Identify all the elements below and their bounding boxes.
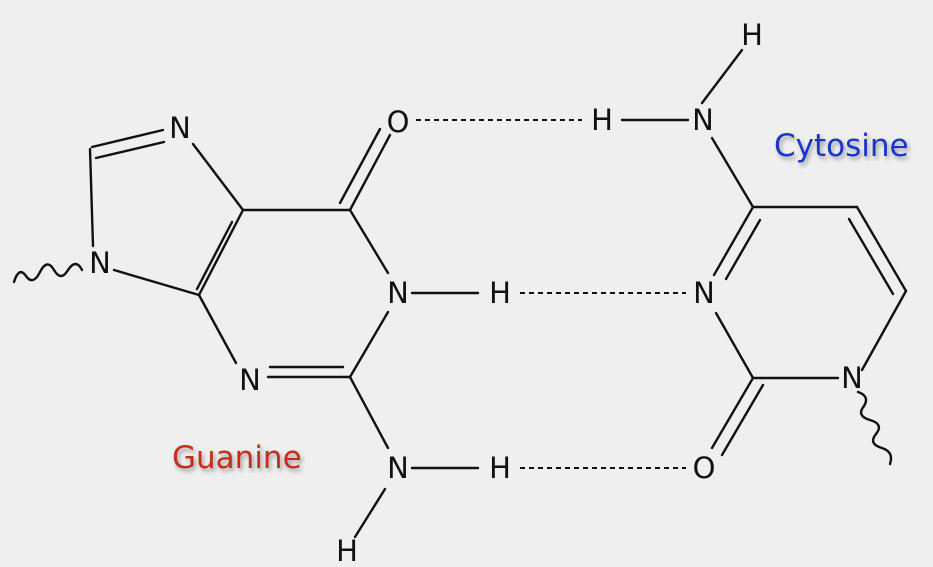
cytosine-atom-n1: N [841,361,863,395]
bond-c6-o-double [338,127,382,205]
bond-c5-c4 [197,208,245,297]
bond-c5-c4-double [195,220,234,291]
cytosine-atoms: H H N N N O [591,18,863,485]
bond-n3-c4 [197,293,238,365]
hydrogen-bonds [416,119,686,469]
bond-c8-n7 [90,128,165,149]
guanine-bonds [12,127,480,539]
cytosine-atom-h4-left: H [591,103,613,137]
bond-n2-h-bottom [353,487,387,539]
cytosine-atom-n3: N [693,276,715,310]
cytosine-sugar-wavy-bond [856,390,893,466]
cytosine-atom-n4: N [692,103,714,137]
bond-n4-h-top [700,48,744,105]
guanine-atom-n1: N [387,276,409,310]
cytosine-bonds [620,48,908,466]
guanine-sugar-wavy-bond [12,262,84,284]
guanine-atoms: N N N O N H N H H [89,105,511,567]
guanine-atom-h1: H [489,276,511,310]
bond-c2-n3 [714,311,755,380]
guanine-atom-h2-right: H [489,451,511,485]
bond-c5-c6 [855,205,908,293]
bond-c8-n7-double [94,140,166,160]
cytosine-label: Cytosine [774,128,909,164]
bond-n9-c4 [112,268,201,297]
bond-n1-c2 [348,310,390,379]
guanine-atom-n3: N [239,363,261,397]
guanine-atom-h2-bottom: H [336,534,358,567]
bond-c6-n1 [348,208,390,275]
guanine-atom-o6: O [387,105,410,139]
bond-c2-o-double [720,383,765,457]
guanine-atom-n2: N [387,451,409,485]
bond-c6-o [348,133,392,212]
guanine-atom-n7: N [169,111,191,145]
bond-n7-c5 [191,142,245,212]
bond-c5-c6-double [847,217,895,296]
cytosine-atom-o2: O [693,451,716,485]
guanine-atom-n9: N [89,246,111,280]
bond-n4-c4 [710,136,755,209]
bond-c2-n2 [348,375,390,450]
bond-n3-c4-double [724,218,762,281]
bond-c6-n1 [860,289,908,372]
bond-c2-o [710,376,755,450]
bond-c8-n9 [88,147,95,248]
guanine-label: Guanine [172,440,302,476]
bond-n3-c4 [712,205,755,277]
cytosine-atom-h4-top: H [741,18,763,52]
